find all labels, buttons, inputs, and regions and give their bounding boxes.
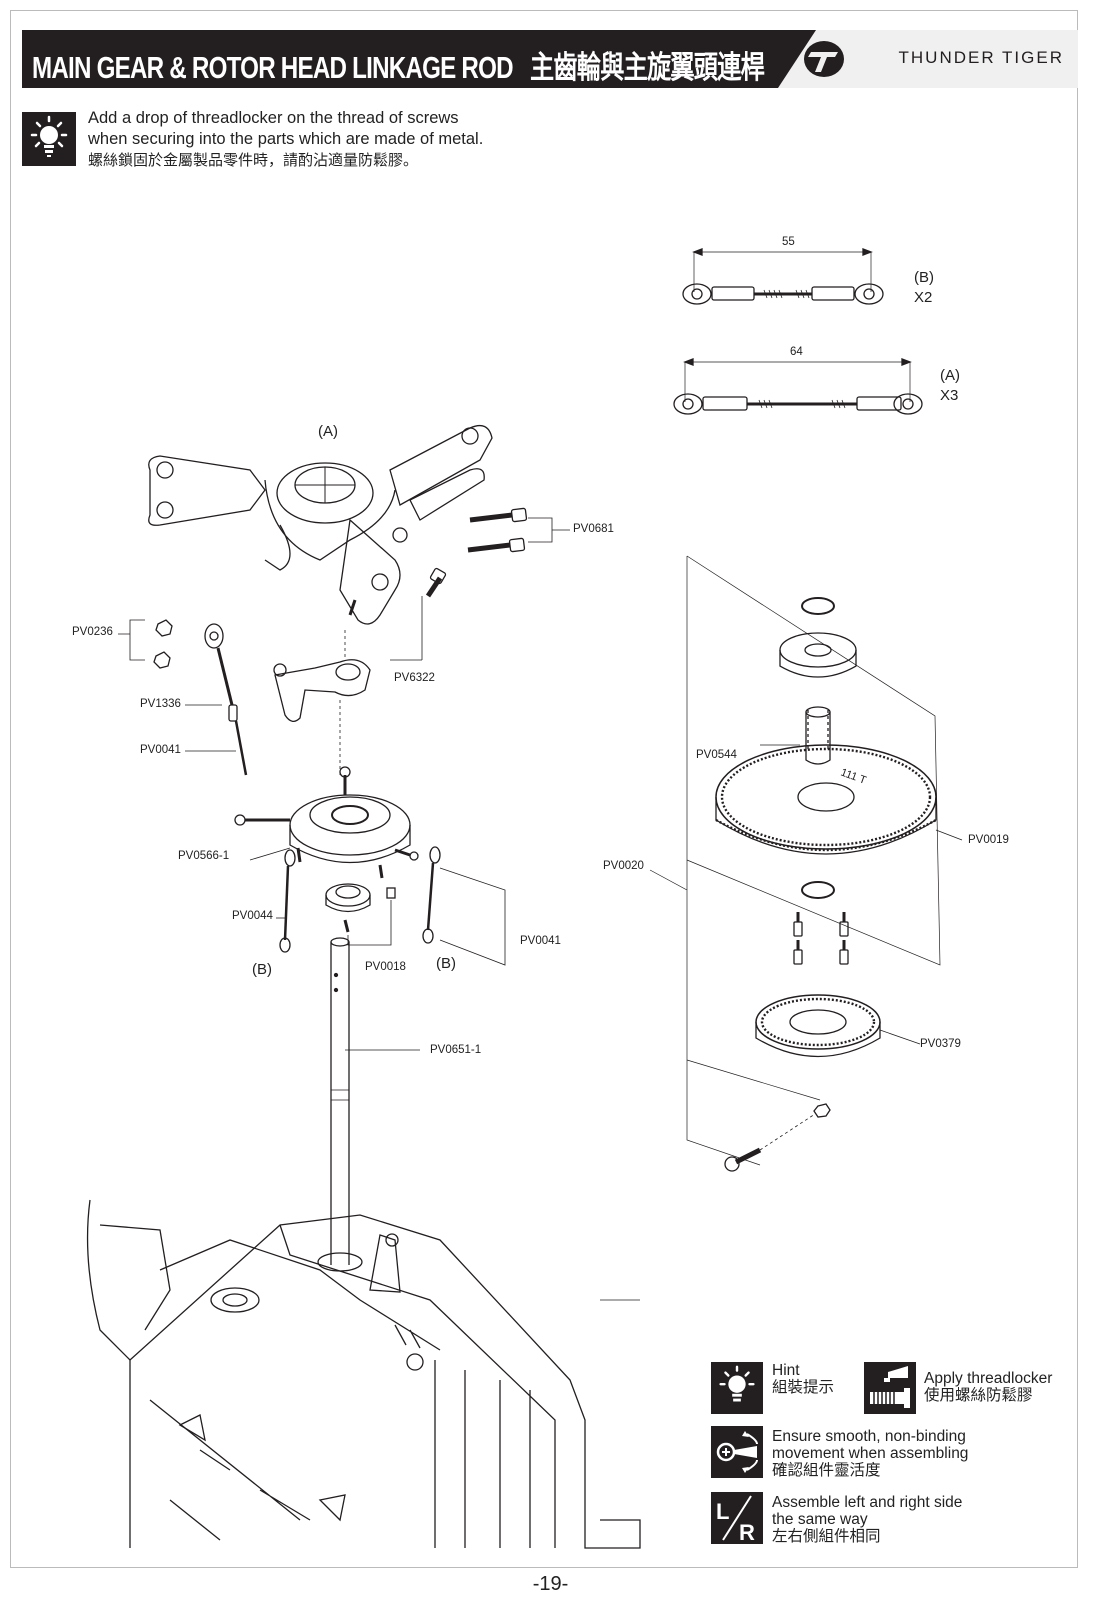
label-pv0236: PV0236 [72,626,113,638]
gear-bolt [724,1103,831,1172]
page-title: MAIN GEAR & ROTOR HEAD LINKAGE ROD 主齒輪與主旋… [32,42,765,87]
threadlocker-icon [870,1366,910,1408]
label-pv0019: PV0019 [968,834,1009,846]
legend-left-right-en2: the same way [772,1511,868,1528]
hint-line-3: 螺絲鎖固於金屬製品零件時，請酌沾適量防鬆膠。 [88,152,419,169]
washout-pv6322 [273,630,371,775]
label-pv0041-a: PV0041 [140,744,181,756]
nuts-pv0236 [118,619,173,669]
label-rotor-head: (A) [318,423,338,440]
label-pv0379: PV0379 [920,1038,961,1050]
main-shaft-pv0651 [330,937,420,1265]
screws-pv0681 [390,507,570,661]
legend-threadlocker-zh: 使用螺絲防鬆膠 [924,1387,1033,1404]
collar-pv0018 [325,883,396,946]
label-pv0544: PV0544 [696,749,737,761]
legend-threadlocker-icon-box [864,1362,916,1414]
rotation-icon [716,1431,758,1473]
legend-rotation-en2: movement when assembling [772,1445,969,1462]
label-pv0020: PV0020 [603,860,644,872]
label-pv0566: PV0566-1 [178,850,230,862]
legend-left-right-icon-box: L R [711,1492,763,1545]
legend-threadlocker-text: Apply threadlocker 使用螺絲防鬆膠 [924,1370,1052,1404]
page-frame [10,10,1078,1568]
rods-pv0044 [276,846,506,966]
label-b-right: (B) [436,955,456,972]
hub-pv0544 [760,632,857,765]
legend-rotation-text: Ensure smooth, non-binding movement when… [772,1428,968,1479]
legend-left-right-zh: 左右側組件相同 [772,1528,881,1545]
hint-icon-box [22,112,76,166]
rod-b-qty: X2 [914,289,933,306]
label-pv1336: PV1336 [140,698,181,710]
rod-a-dimension: 64 [790,346,803,358]
legend-threadlocker-en: Apply threadlocker [924,1370,1053,1387]
gear-marking: 111 T [839,767,868,787]
right-glyph: R [739,1520,755,1544]
rod-b-type: (B) [914,269,934,286]
legend-left-right-text: Assemble left and right side the same wa… [772,1494,962,1545]
lightbulb-icon [719,1365,755,1402]
legend-rotation-en: Ensure smooth, non-binding [772,1428,966,1445]
lightbulb-icon [30,115,68,157]
rotor-head-assembly [148,424,493,625]
rod-a-type: (A) [940,367,960,384]
legend-rotation-zh: 確認組件靈活度 [772,1462,881,1479]
label-b-left: (B) [252,961,272,978]
gear-screws [793,912,849,965]
hint-text: Add a drop of threadlocker on the thread… [88,108,483,171]
legend-hint-icon-box [711,1362,763,1414]
thunder-tiger-logo-icon [804,41,844,77]
page-number: -19- [532,1573,569,1595]
auto-gear-pv0379 [755,994,921,1058]
left-right-icon: L R [716,1495,755,1545]
label-pv0018: PV0018 [365,961,406,973]
page-header: MAIN GEAR & ROTOR HEAD LINKAGE ROD 主齒輪與主旋… [22,30,1078,88]
title-english: MAIN GEAR & ROTOR HEAD LINKAGE ROD [32,50,514,85]
circlip-top [801,597,835,615]
helicopter-frame [86,1199,641,1549]
label-pv6322: PV6322 [394,672,435,684]
hint-line-2: when securing into the parts which are m… [88,130,484,148]
linkage-rod-a [673,358,923,415]
legend-hint-zh: 組裝提示 [772,1379,835,1396]
label-pv0044: PV0044 [232,910,273,922]
title-chinese: 主齒輪與主旋翼頭連桿 [529,50,765,85]
rod-pv1336 [185,623,248,776]
linkage-rod-b [682,248,884,305]
legend-hint-text: Hint 組裝提示 [772,1362,834,1396]
label-pv0681: PV0681 [573,523,614,535]
legend-rotation-icon-box [711,1426,763,1478]
label-pv0041-b: PV0041 [520,935,561,947]
rod-b-dimension: 55 [782,236,795,248]
legend-left-right-en: Assemble left and right side [772,1494,963,1511]
swashplate-pv0566 [234,766,419,879]
brand-name: THUNDER TIGER [898,48,1064,67]
hint-line-1: Add a drop of threadlocker on the thread… [88,109,459,127]
label-pv0651: PV0651-1 [430,1044,482,1056]
main-gear-pv0019 [715,744,963,855]
gear-assembly-outline [649,555,941,1166]
rod-a-qty: X3 [940,387,959,404]
legend-hint-en: Hint [772,1362,800,1379]
circlip-bottom [801,881,835,899]
left-glyph: L [716,1499,729,1524]
